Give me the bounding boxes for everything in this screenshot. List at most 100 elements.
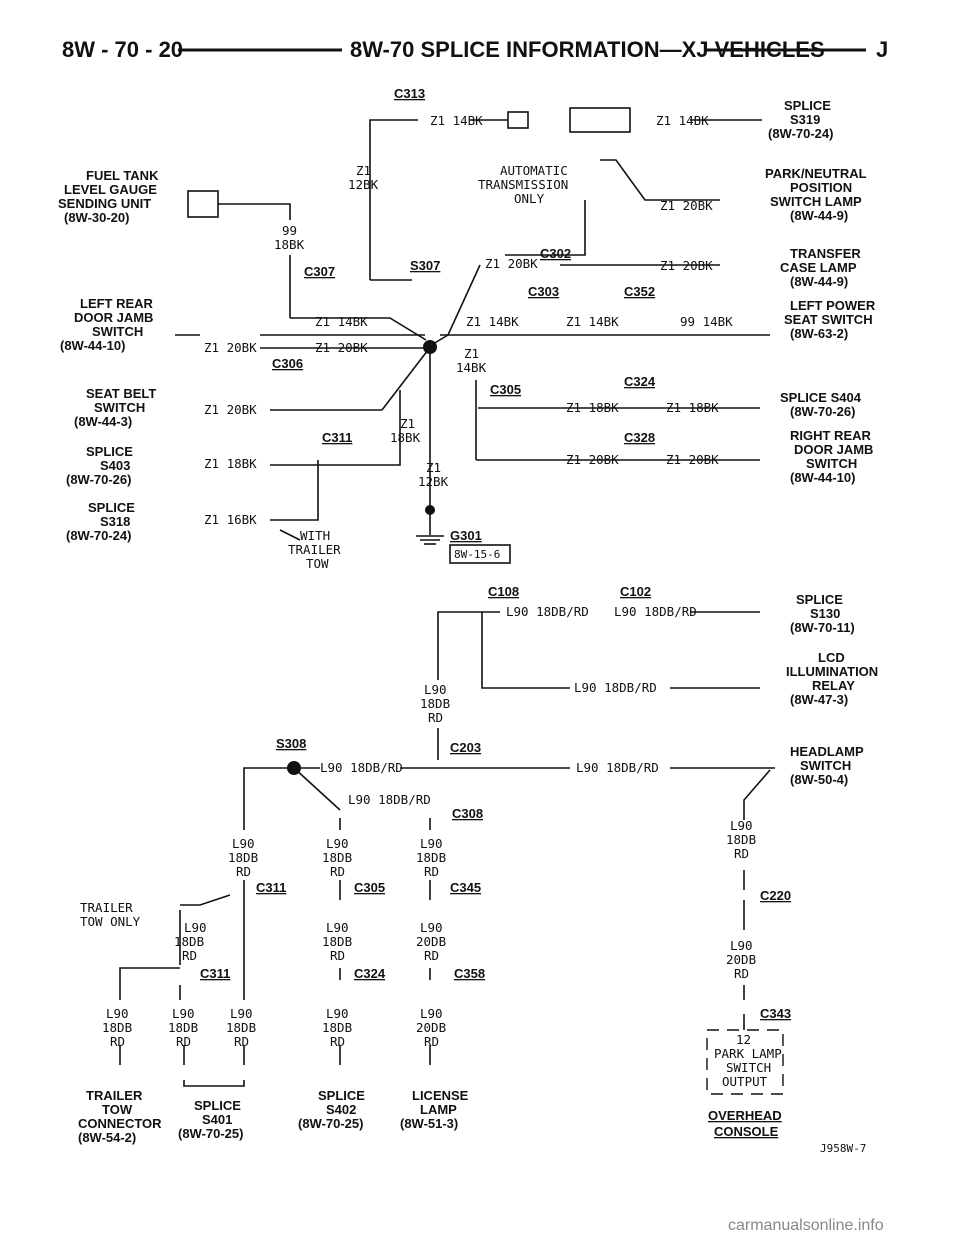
right-rear-1: RIGHT REAR: [790, 428, 872, 443]
l90-f-2: 18DB: [174, 934, 204, 949]
c358-label: C358: [454, 966, 485, 981]
fuel-tank-line3: SENDING UNIT: [58, 196, 151, 211]
wire-label-c328-z1-20bk: Z1 20BK: [566, 452, 619, 467]
figure-id: J958W-7: [820, 1142, 866, 1155]
c324-bottom-label: C324: [354, 966, 386, 981]
headlamp-1: HEADLAMP: [790, 744, 864, 759]
s402-1: SPLICE: [318, 1088, 365, 1103]
l90-g-2: 18DB: [322, 934, 352, 949]
s130-1: SPLICE: [796, 592, 843, 607]
c343-label: C343: [760, 1006, 791, 1021]
wire-c313-vertical: [369, 119, 418, 280]
s403-1: SPLICE: [86, 444, 133, 459]
l90-n-1: L90: [420, 1006, 443, 1021]
wire-auto-trans: [600, 159, 720, 201]
c345-label: C345: [450, 880, 481, 895]
c102-label: C102: [620, 584, 651, 599]
overhead-box-1: 12: [736, 1032, 751, 1047]
with-trailer-2: TRAILER: [288, 542, 341, 557]
trailer-conn-2: TOW: [102, 1102, 133, 1117]
wire-99-label: 99: [282, 223, 297, 238]
c307-label: C307: [304, 264, 335, 279]
c311-label-a: C311: [256, 880, 286, 895]
l90-a-1: L90: [424, 682, 447, 697]
trailer-tow-only-2: TOW ONLY: [80, 914, 141, 929]
l90-k-1: L90: [172, 1006, 195, 1021]
overhead-console-box: [706, 1029, 784, 1095]
with-trailer-1: WITH: [300, 528, 330, 543]
z1-12bk-top-1: Z1: [356, 163, 371, 178]
s319-line1: SPLICE: [784, 98, 831, 113]
z1-12bk-top-2: 12BK: [348, 177, 379, 192]
overhead-box-2: PARK LAMP: [714, 1046, 782, 1061]
l90-b-1: L90: [232, 836, 255, 851]
wire-s318: [270, 460, 319, 521]
l90-j-1: L90: [106, 1006, 129, 1021]
park-neutral-2: POSITION: [790, 180, 852, 195]
c108-label: C108: [488, 584, 519, 599]
lcd-4: (8W-47-3): [790, 692, 848, 707]
wire-label-s308-l90: L90 18DB/RD: [320, 760, 403, 775]
c203-label: C203: [450, 740, 481, 755]
l90-a-3: RD: [428, 710, 443, 725]
g301-ref-box: [449, 544, 511, 564]
page-number: 8W - 70 - 20: [62, 37, 183, 62]
lcd-2: ILLUMINATION: [786, 664, 878, 679]
wire-label-headlamp-l90: L90 18DB/RD: [576, 760, 659, 775]
s401-1: SPLICE: [194, 1098, 241, 1113]
wire-trailer-tow-only: [180, 894, 231, 906]
wire-c108: [437, 611, 500, 680]
l90-l-2: 18DB: [226, 1020, 256, 1035]
z1-14bk-v-1: Z1: [464, 346, 479, 361]
left-rear-1: LEFT REAR: [80, 296, 154, 311]
s130-3: (8W-70-11): [790, 620, 855, 635]
s403-3: (8W-70-26): [66, 472, 131, 487]
wire-label-c308-l90: L90 18DB/RD: [348, 792, 431, 807]
l90-a-2: 18DB: [420, 696, 450, 711]
s307-label: S307: [410, 258, 440, 273]
wire-label-c108-l90: L90 18DB/RD: [506, 604, 589, 619]
l90-c-2: 18DB: [322, 850, 352, 865]
c305-label: C305: [490, 382, 521, 397]
seat-belt-3: (8W-44-3): [74, 414, 132, 429]
s308-label: S308: [276, 736, 306, 751]
wire-c302: [505, 200, 586, 256]
trailer-tow-only-1: TRAILER: [80, 900, 133, 915]
seat-belt-1: SEAT BELT: [86, 386, 156, 401]
s318-2: S318: [100, 514, 130, 529]
trailer-conn-1: TRAILER: [86, 1088, 143, 1103]
auto-trans-2: TRANSMISSION: [478, 177, 568, 192]
seat-belt-2: SWITCH: [94, 400, 145, 415]
wire-label-right-rear-z1-20bk: Z1 20BK: [666, 452, 719, 467]
l90-g-1: L90: [326, 920, 349, 935]
s318-1: SPLICE: [88, 500, 135, 515]
l90-j-2: 18DB: [102, 1020, 132, 1035]
l90-i-1: L90: [730, 938, 753, 953]
c308-label: C308: [452, 806, 483, 821]
l90-f-3: RD: [182, 948, 197, 963]
l90-c-3: RD: [330, 864, 345, 879]
wire-label-c352-z1-14bk: Z1 14BK: [566, 314, 619, 329]
c220-label: C220: [760, 888, 791, 903]
l90-m-2: 18DB: [322, 1020, 352, 1035]
wire-seat-belt-diag: [381, 349, 429, 411]
fuel-tank-line1: FUEL TANK: [86, 168, 159, 183]
s402-3: (8W-70-25): [298, 1116, 363, 1131]
auto-trans-3: ONLY: [514, 191, 545, 206]
c303-label: C303: [528, 284, 559, 299]
wire-label-left-rear-z1-20bk: Z1 20BK: [204, 340, 257, 355]
c313-label: C313: [394, 86, 425, 101]
license-2: LAMP: [420, 1102, 457, 1117]
trailer-conn-3: CONNECTOR: [78, 1116, 162, 1131]
wire-label-c302-z1-20bk: Z1 20BK: [485, 256, 538, 271]
bottom-circuit-wires: [119, 611, 784, 1095]
l90-n-3: RD: [424, 1034, 439, 1049]
lcd-3: RELAY: [812, 678, 855, 693]
bottom-labels: C108 C102 L90 18DB/RD L90 18DB/RD SPLICE…: [78, 584, 878, 1155]
c313-socket: [569, 107, 631, 133]
wire-c307-to-s307: [290, 317, 427, 341]
park-neutral-1: PARK/NEUTRAL: [765, 166, 867, 181]
c324-label: C324: [624, 374, 656, 389]
left-power-3: (8W-63-2): [790, 326, 848, 341]
